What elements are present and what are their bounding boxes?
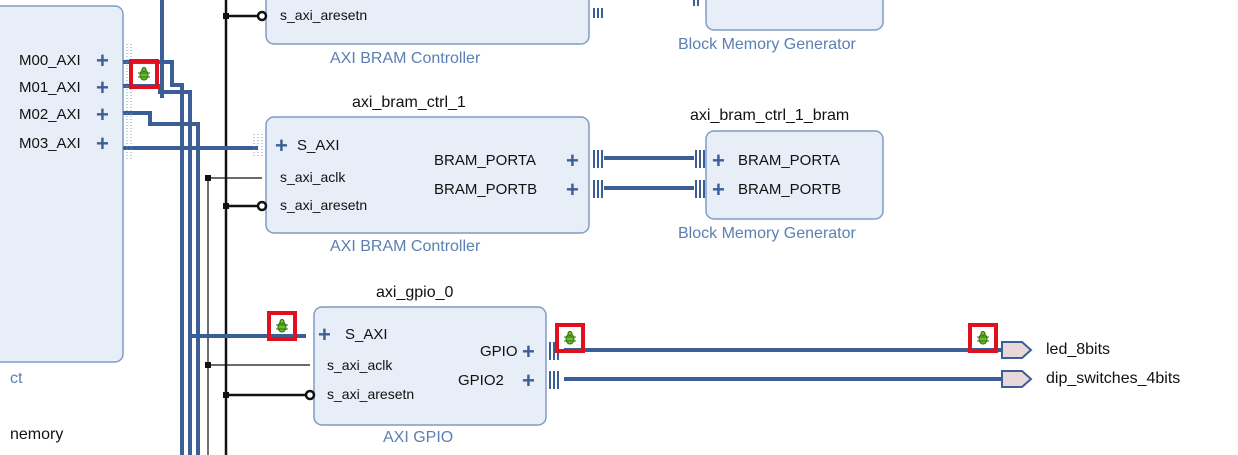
bram-ctrl-1-aresetn[interactable]: s_axi_aresetn [280, 197, 368, 213]
debug-marker-led[interactable] [968, 323, 998, 353]
bram-ctrl-1-porta[interactable]: BRAM_PORTA [434, 152, 536, 169]
plus-icon[interactable]: + [275, 133, 288, 158]
port-m03-axi[interactable]: M03_AXI [19, 135, 81, 152]
bram-ctrl-1-block[interactable] [265, 116, 590, 234]
plus-icon[interactable]: + [712, 148, 725, 173]
bug-icon [977, 331, 989, 345]
interconnect-block[interactable] [0, 5, 124, 363]
debug-marker-m01[interactable] [129, 59, 159, 89]
gpio-block[interactable] [313, 306, 547, 426]
bram-gen-1-block[interactable] [705, 130, 884, 220]
bram-ctrl-1-s-axi[interactable]: S_AXI [297, 137, 340, 154]
gpio-title: axi_gpio_0 [376, 284, 454, 301]
bram-gen-1-porta[interactable]: BRAM_PORTA [738, 152, 840, 169]
gpio-s-axi[interactable]: S_AXI [345, 326, 388, 343]
bug-icon [276, 319, 288, 333]
plus-icon[interactable]: + [522, 339, 535, 364]
bram-ctrl-1-subtitle: AXI BRAM Controller [330, 238, 481, 255]
port-m02-axi[interactable]: M02_AXI [19, 106, 81, 123]
plus-icon[interactable]: + [566, 177, 579, 202]
port-m01-axi[interactable]: M01_AXI [19, 79, 81, 96]
bram-ctrl-1-portb[interactable]: BRAM_PORTB [434, 181, 538, 198]
bram-ctrl-0-aresetn[interactable]: s_axi_aresetn [280, 7, 368, 23]
bug-icon [564, 331, 576, 345]
bram-gen-1-portb[interactable]: BRAM_PORTB [738, 181, 842, 198]
plus-icon[interactable]: + [712, 177, 725, 202]
axi-buses [123, 146, 306, 338]
plus-icon[interactable]: + [96, 131, 109, 156]
bram-gen-0-subtitle: Block Memory Generator [678, 36, 856, 53]
bram-gen-1-title: axi_bram_ctrl_1_bram [690, 107, 850, 124]
bram-gen-1-subtitle: Block Memory Generator [678, 225, 856, 242]
clock-reset-nets [207, 0, 310, 455]
plus-icon[interactable]: + [96, 102, 109, 127]
debug-marker-gpio-s-axi[interactable] [267, 311, 297, 341]
external-port-led-shape[interactable] [1001, 341, 1033, 359]
port-m00-axi[interactable]: M00_AXI [19, 52, 81, 69]
plus-icon[interactable]: + [318, 322, 331, 347]
bram-ctrl-0-block[interactable] [265, 0, 590, 45]
bug-icon [138, 67, 150, 81]
gpio-subtitle: AXI GPIO [383, 429, 454, 446]
bram-bus-bars [593, 0, 705, 198]
gpio-aclk[interactable]: s_axi_aclk [327, 357, 393, 373]
memory-label-partial: nemory [10, 426, 64, 443]
gpio-output-lines [564, 348, 1002, 381]
bram-ctrl-0-subtitle: AXI BRAM Controller [330, 50, 481, 67]
gpio-out-gpio[interactable]: GPIO [480, 343, 518, 360]
bram-ctrl-1-aclk[interactable]: s_axi_aclk [280, 169, 346, 185]
external-port-dip-shape[interactable] [1001, 370, 1033, 388]
plus-icon[interactable]: + [96, 48, 109, 73]
plus-icon[interactable]: + [96, 75, 109, 100]
bram-gen-0-block[interactable] [705, 0, 884, 31]
interconnect-subtitle: ct [10, 370, 23, 387]
bram-ctrl-1-title: axi_bram_ctrl_1 [352, 94, 466, 111]
plus-icon[interactable]: + [522, 368, 535, 393]
external-port-dip-label[interactable]: dip_switches_4bits [1046, 370, 1181, 387]
bram-bus-lines [604, 156, 694, 190]
debug-marker-gpio-out[interactable] [555, 323, 585, 353]
external-port-led-label[interactable]: led_8bits [1046, 341, 1111, 358]
plus-icon[interactable]: + [566, 148, 579, 173]
gpio-aresetn[interactable]: s_axi_aresetn [327, 386, 415, 402]
gpio-out-gpio2[interactable]: GPIO2 [458, 372, 504, 389]
